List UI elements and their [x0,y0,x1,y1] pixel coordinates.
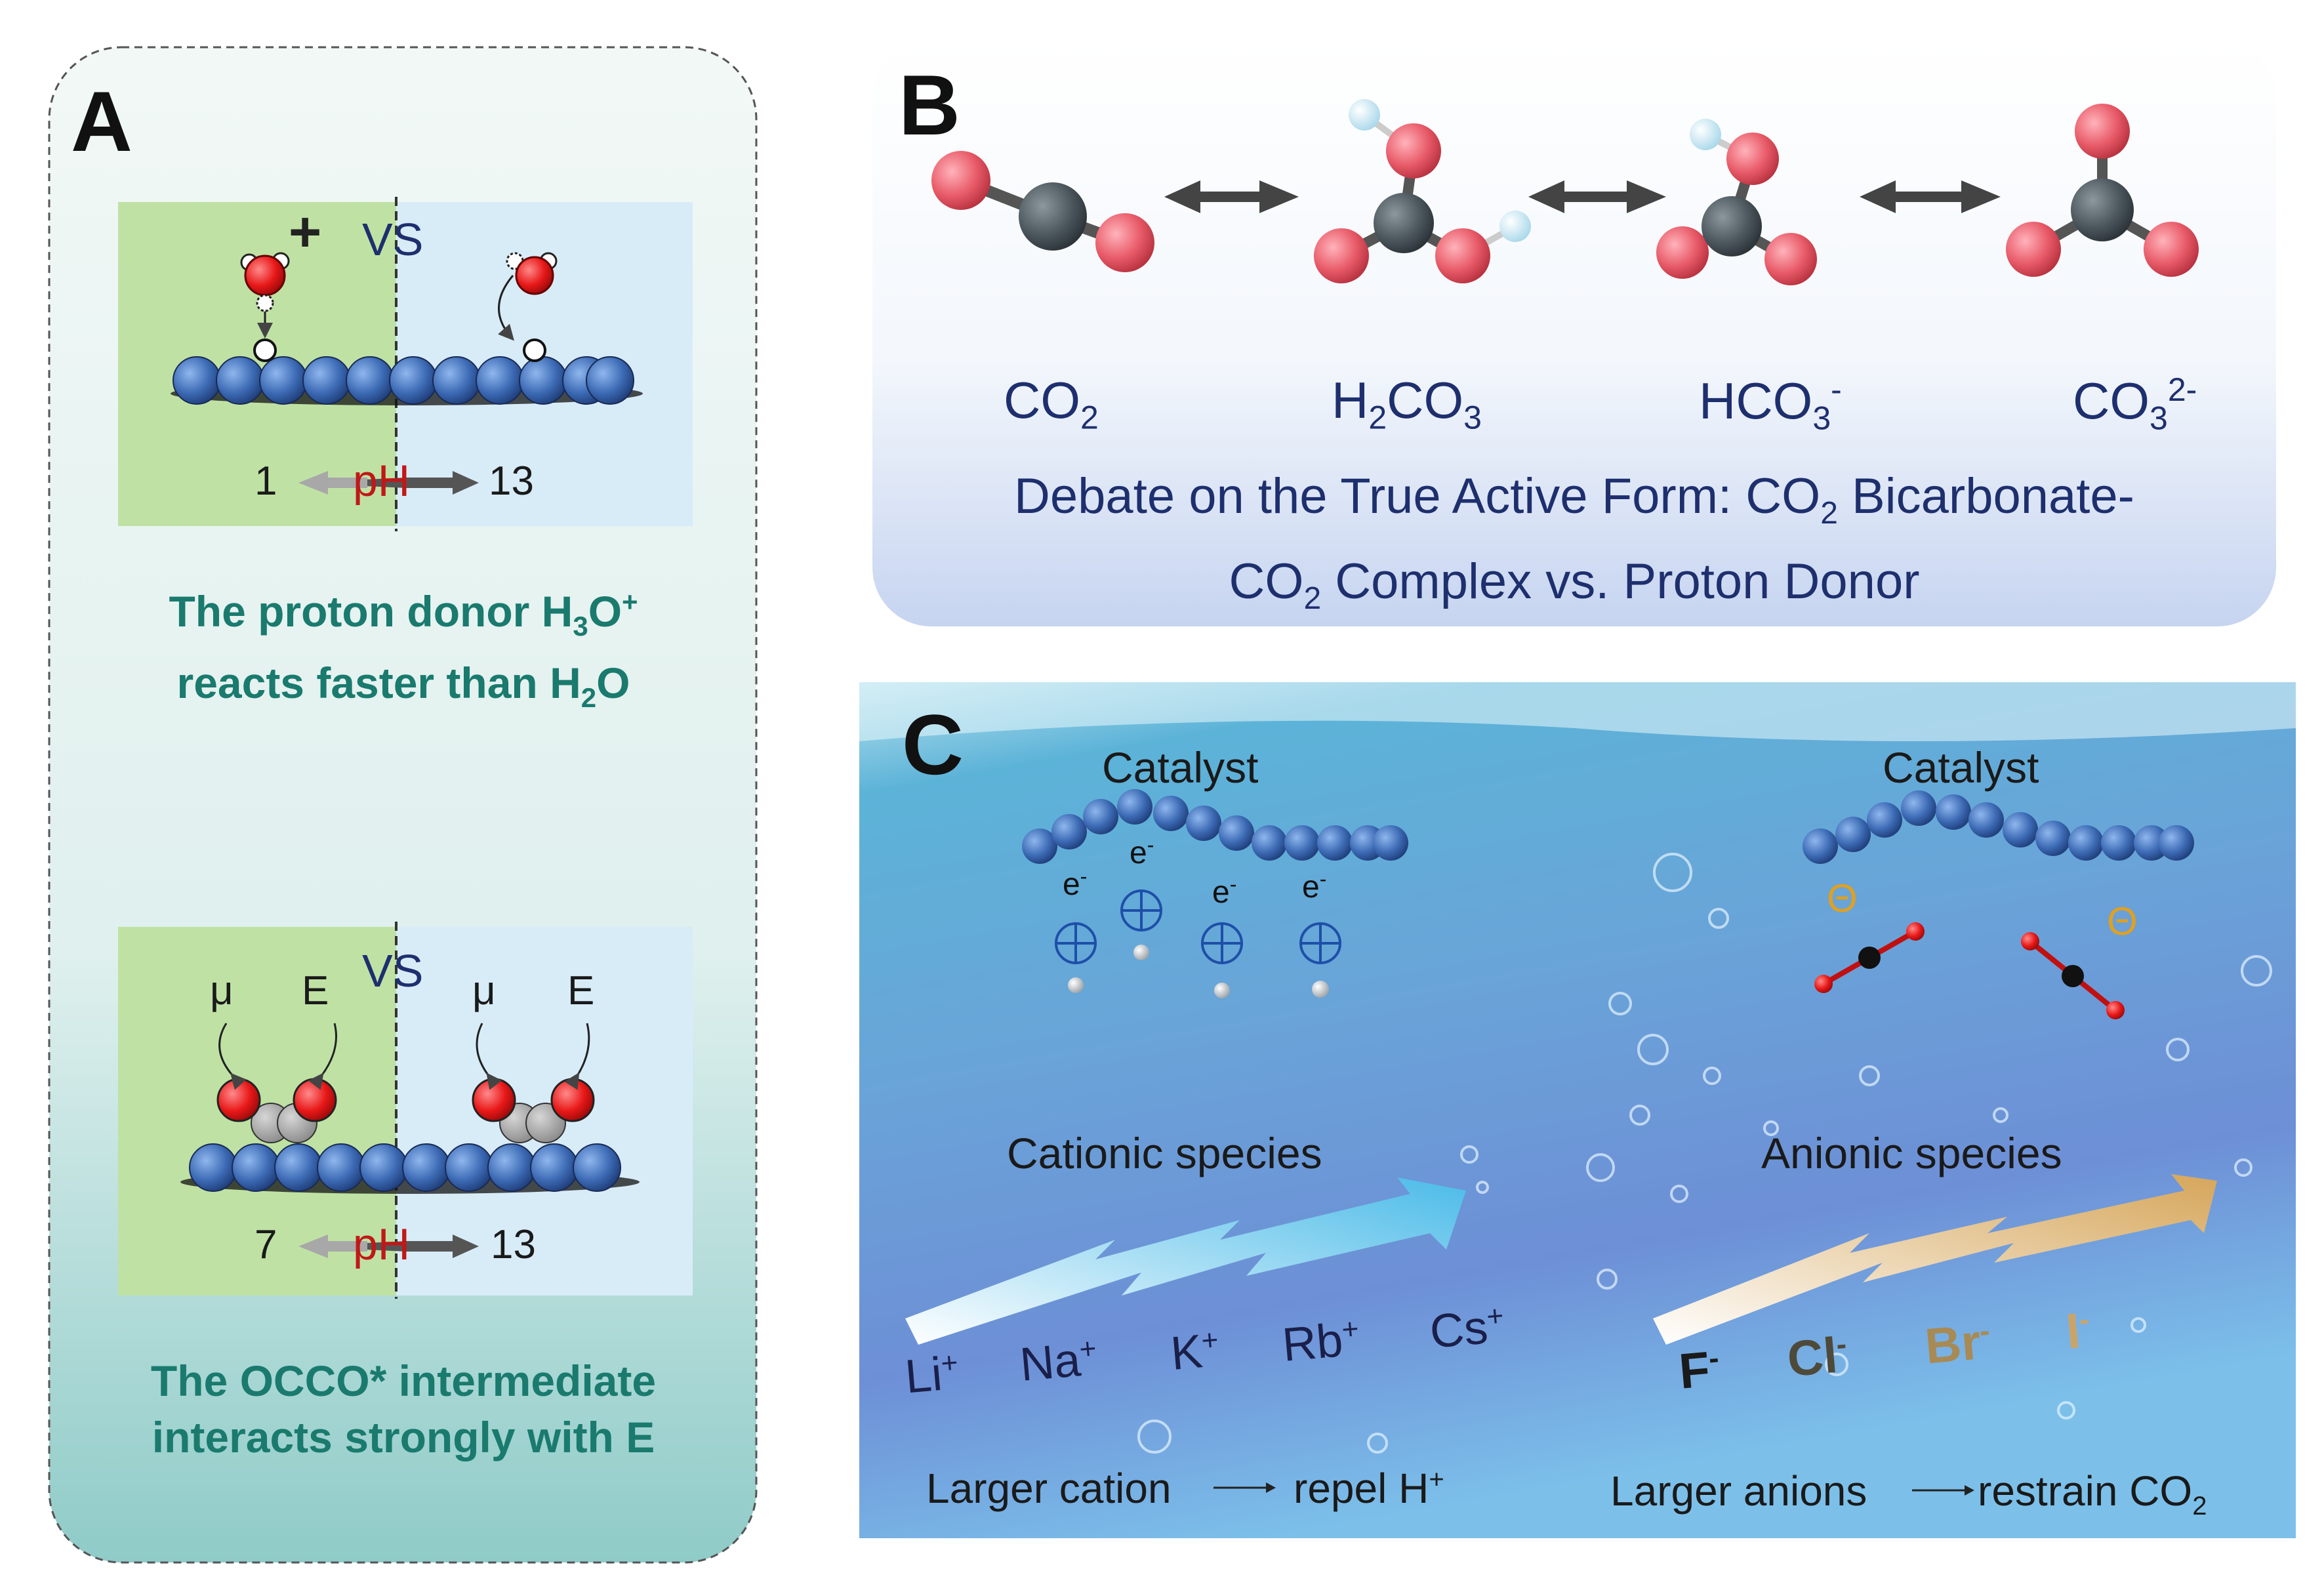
water-molecule [498,252,558,341]
panel-c-water-background [859,682,2296,1538]
catalyst-chain-left [1022,789,1408,864]
anion-marker-left: Θ [1827,876,1858,920]
cation-relation-arrow [1213,1482,1276,1493]
caption-bottom-line-2: interacts strongly with E [152,1413,655,1461]
h2co3-molecule [1314,99,1531,283]
debate-text: Debate on the True Active Form: CO2 Bica… [931,462,2217,633]
water-surface-highlight [859,682,2296,741]
occo-intermediate-left [216,1023,337,1143]
species-h2co3: H2CO3 [1332,371,1482,436]
cation-nuclei [1068,945,1329,998]
species-hco3: HCO3- [1699,371,1842,437]
cationic-species-title: Cationic species [1007,1129,1322,1177]
panel-a-top-ph-high: 13 [489,459,534,504]
panel-c-letter: C [902,697,964,792]
species-co3: CO32- [2073,371,2197,437]
debate-line-2: CO2 Complex vs. Proton Donor [1229,554,1920,617]
co2-molecule [931,151,1154,272]
ion-br: Br- [1923,1313,1991,1375]
caption-top-line-2: reacts faster than H2O [176,659,630,714]
e-label-left: E [302,968,329,1013]
panel-a-bottom-ph-label: pH [353,1219,410,1269]
panel-a-caption-bottom: The OCCO* intermediate interacts strongl… [98,1353,708,1465]
electron-label-2: e- [1130,833,1154,870]
caption-bottom-line-1: The OCCO* intermediate [150,1357,657,1405]
cation-statement-left: Larger cation [926,1465,1172,1512]
hco3-ion [1656,119,1817,285]
ph-scale-arrow-bottom [298,1235,479,1258]
ion-rb: Rb+ [1280,1313,1360,1372]
ion-na: Na+ [1017,1332,1098,1391]
co3-ion [2006,104,2199,277]
panel-a-bottom-ph-high: 13 [491,1222,536,1267]
ion-k: K+ [1168,1323,1220,1381]
ion-i: I- [2064,1301,2091,1360]
bubbles [1137,853,2272,1454]
anion-trend-arrow [1653,1174,2217,1345]
panel-b-letter: B [899,57,960,153]
cation-trend-arrow [905,1177,1466,1345]
panel-a-top-ph-label: pH [353,456,410,506]
co2-small-left [1814,922,1925,993]
panel-a-top-vs: VS [362,214,424,265]
anion-marker-right: Θ [2107,899,2138,943]
mu-label-left: μ [210,968,234,1013]
ion-f: F- [1677,1340,1721,1400]
ion-li: Li+ [903,1346,960,1404]
panel-a-bottom-vs: VS [362,945,424,996]
anion-relation-arrow [1912,1485,1974,1496]
cation-markers [1055,889,1341,964]
panel-a-letter: A [71,73,133,169]
equilibrium-arrow-3 [1860,180,2001,213]
panel-a-top-plus: + [289,201,322,264]
e-label-right: E [567,968,595,1013]
co2-small-right [2021,932,2125,1019]
ion-cs: Cs+ [1427,1299,1505,1358]
occo-intermediate-right [472,1023,595,1143]
electron-label-3: e- [1212,872,1237,910]
anion-statement-left: Larger anions [1610,1467,1867,1515]
catalyst-label-left: Catalyst [1102,743,1259,792]
panel-a-top-ph-low: 1 [255,459,277,504]
panel-a-bottom-ph-low: 7 [255,1222,277,1267]
anion-statement-right: restrain CO2 [1978,1467,2207,1521]
ph-scale-arrow-top [298,471,479,495]
panel-a-bottom-electrode [180,1143,640,1194]
catalyst-label-right: Catalyst [1883,743,2039,792]
electron-label-4: e- [1302,867,1327,905]
catalyst-chain-right [1803,790,2194,864]
adsorbed-h-left [253,338,277,362]
debate-line-1: Debate on the True Active Form: CO2 Bica… [1014,468,2134,531]
adsorbed-h-right [523,338,546,362]
panel-a-caption-top: The proton donor H3O+ reacts faster than… [98,574,708,726]
equilibrium-arrow-2 [1528,180,1666,213]
mu-label-right: μ [472,968,496,1013]
hydronium-molecule [240,252,290,338]
equilibrium-arrow-1 [1164,180,1299,213]
panel-b-frame [872,39,2276,626]
anionic-species-title: Anionic species [1761,1129,2062,1177]
species-co2: CO2 [1004,371,1099,436]
panel-a-top-electrode [171,356,643,405]
cation-statement-right: repel H+ [1294,1465,1444,1512]
electron-label-1: e- [1063,865,1088,902]
ion-cl: Cl- [1785,1326,1848,1388]
caption-top-line-1: The proton donor H3O+ [169,586,638,642]
